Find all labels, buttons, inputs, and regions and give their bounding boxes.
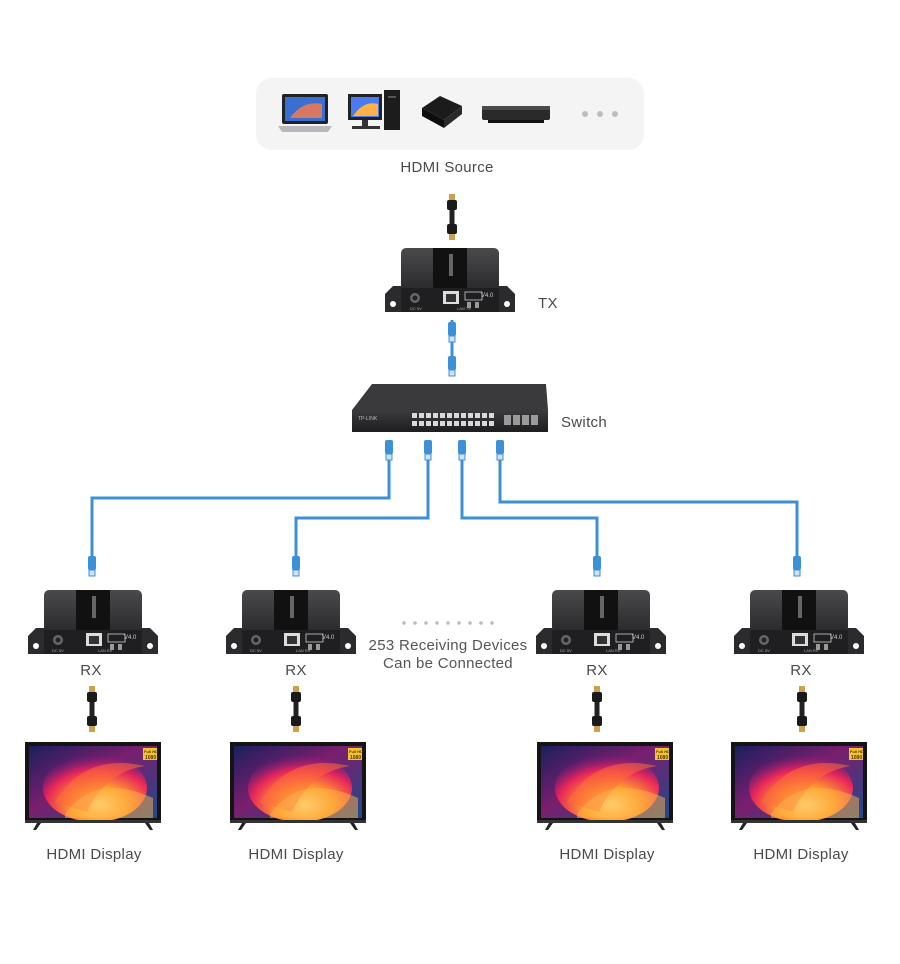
switch-label: Switch xyxy=(561,414,607,431)
rx-label-2: RX xyxy=(285,662,307,679)
display-label-3: HDMI Display xyxy=(559,846,655,863)
rx-port-label-1: LAN RX xyxy=(98,648,113,653)
rx-power-label-4: DC 5V xyxy=(758,648,770,653)
rx-power-label-1: DC 5V xyxy=(52,648,64,653)
switch-sfp-port xyxy=(522,415,529,425)
switch-port xyxy=(440,421,445,426)
tx-power-label: DC 5V xyxy=(410,306,422,311)
switch-sfp-port xyxy=(531,415,538,425)
rx-port-label-4: LAN RX xyxy=(804,648,819,653)
hdmi-cable-rx-4 xyxy=(797,686,807,732)
switch-port xyxy=(433,421,438,426)
hdmi-cable-rx-3 xyxy=(592,686,602,732)
display-label-2: HDMI Display xyxy=(248,846,344,863)
switch-port xyxy=(489,421,494,426)
switch-port xyxy=(412,421,417,426)
hdmi-display-4 xyxy=(731,742,867,830)
switch-port xyxy=(412,413,417,418)
switch-port xyxy=(468,413,473,418)
source-label: HDMI Source xyxy=(400,159,494,176)
switch-port xyxy=(482,413,487,418)
switch-port xyxy=(426,413,431,418)
rx-label-1: RX xyxy=(80,662,102,679)
rx-extender-1 xyxy=(27,589,159,655)
display-badge-top-1: Full HD xyxy=(144,749,158,754)
hdmi-cable-rx-1 xyxy=(87,686,97,732)
switch-port xyxy=(489,413,494,418)
rx-badge-1: V4.0 xyxy=(124,635,137,641)
display-badge-bottom-3: 1080 xyxy=(657,755,668,761)
laptop-icon xyxy=(278,94,332,132)
switch-port xyxy=(461,413,466,418)
display-label-4: HDMI Display xyxy=(753,846,849,863)
switch-brand: TP-LINK xyxy=(358,416,378,422)
switch-port xyxy=(440,413,445,418)
rx-port-label-3: LAN RX xyxy=(606,648,621,653)
switch-port xyxy=(482,421,487,426)
receivers-note: 253 Receiving Devices Can be Connected xyxy=(369,637,528,673)
rx-power-label-3: DC 5V xyxy=(560,648,572,653)
switch-port xyxy=(419,413,424,418)
rx-power-label-2: DC 5V xyxy=(250,648,262,653)
display-badge-top-3: Full HD xyxy=(656,749,670,754)
cable-rx-2 xyxy=(294,440,430,570)
rx-extender-4 xyxy=(733,589,865,655)
switch-port xyxy=(454,413,459,418)
display-badge-bottom-4: 1080 xyxy=(851,755,862,761)
switch-port xyxy=(447,413,452,418)
more-receivers-dots xyxy=(402,621,494,625)
switch-port xyxy=(461,421,466,426)
desktop-computer-icon xyxy=(348,90,400,130)
switch-port xyxy=(419,421,424,426)
rx-extender-2 xyxy=(225,589,357,655)
more-icon xyxy=(582,111,618,117)
rx-badge-4: V4.0 xyxy=(830,635,843,641)
hdmi-display-1 xyxy=(25,742,161,830)
rx-extender-3 xyxy=(535,589,667,655)
rx-label-4: RX xyxy=(790,662,812,679)
switch-port xyxy=(447,421,452,426)
rx-badge-2: V4.0 xyxy=(322,635,335,641)
switch-port xyxy=(426,421,431,426)
switch-port xyxy=(454,421,459,426)
media-player-icon xyxy=(482,106,550,123)
tx-port-label: LAN TX xyxy=(457,306,471,311)
rx-port-label-2: LAN RX xyxy=(296,648,311,653)
display-badge-bottom-1: 1080 xyxy=(145,755,156,761)
rx-label-3: RX xyxy=(586,662,608,679)
display-badge-bottom-2: 1080 xyxy=(350,755,361,761)
network-switch: TP-LINK xyxy=(352,384,548,432)
tx-extender xyxy=(384,247,516,313)
display-badge-top-4: Full HD xyxy=(850,749,864,754)
hdmi-display-3 xyxy=(537,742,673,830)
cable-rx-3 xyxy=(460,440,599,570)
hdmi-cable-source xyxy=(447,194,457,240)
switch-port xyxy=(475,421,480,426)
switch-port xyxy=(468,421,473,426)
cable-rx-1 xyxy=(90,440,391,570)
rx-badge-3: V4.0 xyxy=(632,635,645,641)
switch-sfp-port xyxy=(504,415,511,425)
streaming-box-icon xyxy=(422,96,462,128)
hdmi-cable-rx-2 xyxy=(291,686,301,732)
receivers-note-line2: Can be Connected xyxy=(383,655,513,672)
receivers-note-line1: 253 Receiving Devices xyxy=(368,637,528,654)
display-badge-top-2: Full HD xyxy=(349,749,363,754)
switch-port xyxy=(475,413,480,418)
tx-badge: V4.0 xyxy=(481,293,494,299)
switch-sfp-port xyxy=(513,415,520,425)
cable-rx-4 xyxy=(498,440,799,570)
switch-port xyxy=(433,413,438,418)
hdmi-display-2 xyxy=(230,742,366,830)
tx-label: TX xyxy=(538,295,558,312)
display-label-1: HDMI Display xyxy=(46,846,142,863)
